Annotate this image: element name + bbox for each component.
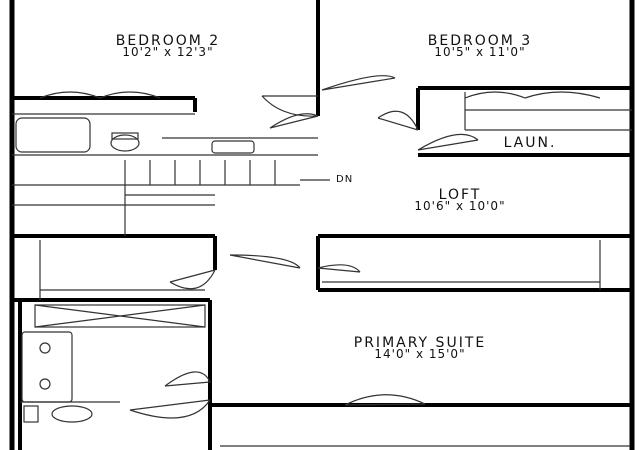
- loft-dimensions: 10'6" x 10'0": [414, 199, 506, 213]
- bedroom-2-name: BEDROOM 2: [115, 33, 221, 49]
- bedroom-3-name: BEDROOM 3: [427, 33, 533, 49]
- stairs-down-label: DN: [336, 174, 354, 185]
- bedroom-2-dimensions: 10'2" x 12'3": [122, 45, 214, 59]
- bedroom-3-dimensions: 10'5" x 11'0": [434, 45, 526, 59]
- primary-suite-name: PRIMARY SUITE: [353, 335, 487, 351]
- laundry-name: LAUN.: [503, 135, 557, 151]
- fixtures: [12, 91, 632, 447]
- loft-name: LOFT: [438, 187, 482, 203]
- exterior-walls: [9, 0, 635, 450]
- door-swings: [129, 75, 479, 419]
- primary-suite-dimensions: 14'0" x 15'0": [374, 347, 466, 361]
- interior-walls: [12, 0, 632, 450]
